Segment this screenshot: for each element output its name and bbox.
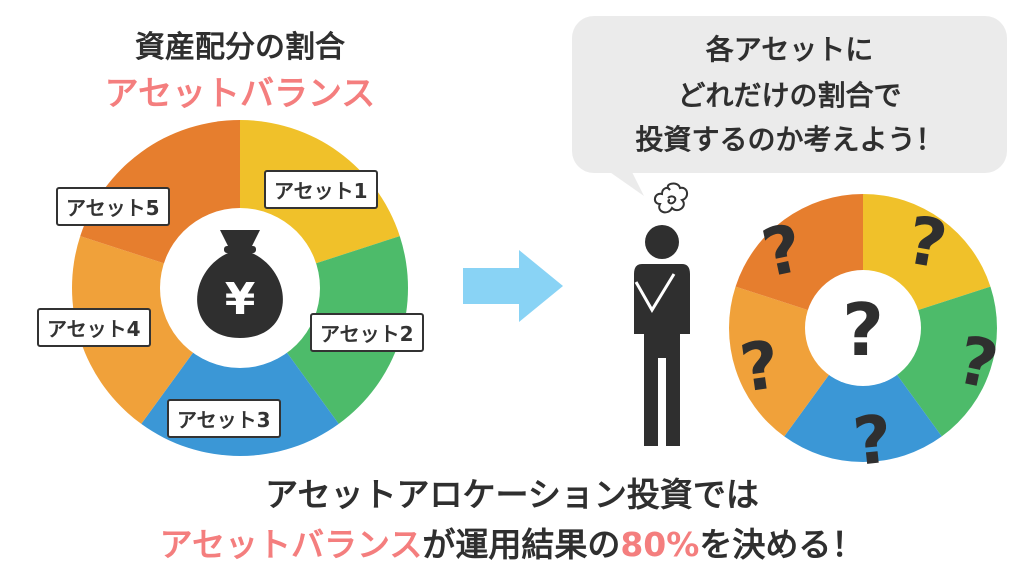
bottom-text-mid: が運用結果の: [422, 525, 621, 564]
question-mark-icon: ?: [850, 400, 896, 468]
unknown-balance-donut: ? ? ? ? ? ?: [729, 194, 1004, 468]
asset-label-5: アセット5: [56, 187, 170, 226]
bottom-text-line-1: アセットアロケーション投資では: [265, 475, 759, 514]
bubble-text-line-1: 各アセットに: [705, 33, 874, 66]
bottom-text-end: を決める！: [699, 525, 865, 564]
speech-bubble: [572, 16, 1007, 173]
money-bag-icon: ¥: [197, 230, 283, 338]
left-subtitle: アセットバランス: [104, 74, 376, 114]
asset-label-1: アセット1: [264, 170, 378, 209]
asset-label-4: アセット4: [37, 308, 151, 347]
asset-label-2: アセット2: [310, 313, 424, 352]
arrow-right-icon: [463, 250, 563, 322]
money-bag-symbol: ¥: [225, 274, 256, 325]
asset-label-3: アセット3: [167, 399, 281, 438]
left-title: 資産配分の割合: [135, 30, 345, 65]
highlight-percent: 80%: [620, 525, 700, 564]
thinking-person-icon: [634, 182, 690, 446]
right-donut-segment-3: [784, 328, 942, 462]
highlight-asset-balance: アセットバランス: [159, 525, 423, 564]
question-mark-icon: ?: [842, 288, 884, 372]
bubble-text-line-3: 投資するのか考えよう！: [635, 123, 944, 156]
bottom-text-line-2: アセットバランスが運用結果の80%を決める！: [0, 518, 1024, 566]
bubble-text-line-2: どれだけの割合で: [677, 79, 902, 112]
speech-bubble-tail: [604, 168, 644, 196]
